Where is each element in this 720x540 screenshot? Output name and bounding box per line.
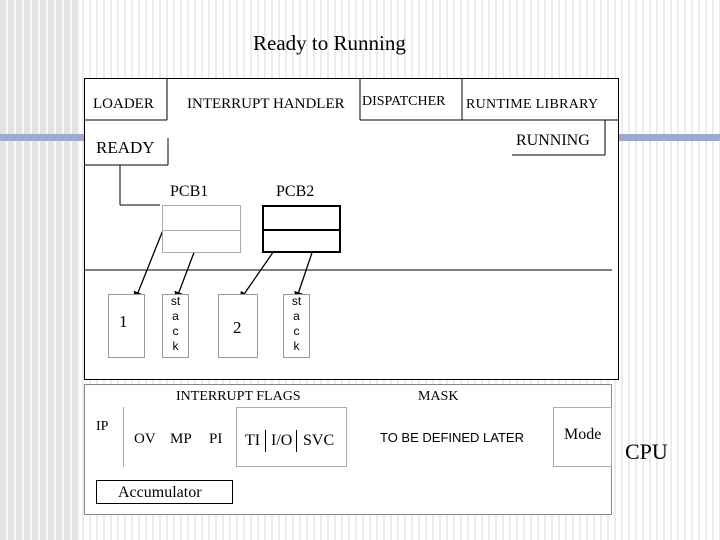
stack2-letters: st a c k (283, 294, 310, 354)
stack2-letter: st (291, 294, 302, 308)
pi-flag: PI (209, 431, 223, 447)
tisvc-box (236, 407, 347, 467)
pcb2-label: PCB2 (276, 183, 315, 200)
interrupt-handler-label: INTERRUPT HANDLER (187, 96, 345, 112)
ov-flag: OV (134, 431, 156, 447)
stack1-letter: st (170, 294, 181, 308)
process2-box (218, 294, 258, 358)
pcb1-label: PCB1 (170, 183, 209, 200)
stack1-box (162, 294, 189, 358)
mask-label: MASK (418, 389, 459, 404)
left-decor-band (0, 0, 80, 540)
tbd-label: TO BE DEFINED LATER (380, 430, 524, 445)
ti-io-divider (265, 430, 266, 452)
stack2-box (283, 294, 310, 358)
process2-label: 2 (233, 318, 242, 337)
svc-flag: SVC (303, 432, 335, 449)
loader-label: LOADER (93, 96, 154, 112)
stack1-letter: a (172, 309, 179, 323)
stack1-letters: st a c k (162, 294, 189, 354)
io-flag: I/O (271, 432, 293, 449)
runtime-library-label: RUNTIME LIBRARY (466, 97, 599, 112)
ip-divider (123, 407, 124, 467)
stack1-letter: k (172, 339, 179, 353)
cpu-label: CPU (625, 439, 668, 464)
stack2-letter: a (293, 309, 300, 323)
page-title: Ready to Running (253, 31, 406, 55)
running-label: RUNNING (516, 132, 590, 149)
mp-flag: MP (170, 431, 192, 447)
stack2-letter: k (293, 339, 300, 353)
process1-box (108, 294, 145, 358)
ip-label: IP (96, 419, 109, 434)
stack1-letter: c (172, 324, 179, 338)
process1-label: 1 (119, 312, 128, 331)
ti-flag: TI (245, 432, 261, 449)
accumulator-box (96, 480, 233, 504)
ready-label: READY (96, 138, 155, 157)
stack2-letter: c (293, 324, 300, 338)
mode-label: Mode (564, 426, 602, 443)
pcb1-block (162, 205, 241, 253)
dispatcher-label: DISPATCHER (362, 94, 446, 109)
mode-box (553, 407, 612, 467)
interrupt-flags-label: INTERRUPT FLAGS (176, 389, 301, 404)
pcb2-block (262, 205, 341, 253)
accumulator-label: Accumulator (118, 484, 202, 501)
io-svc-divider (296, 430, 297, 452)
